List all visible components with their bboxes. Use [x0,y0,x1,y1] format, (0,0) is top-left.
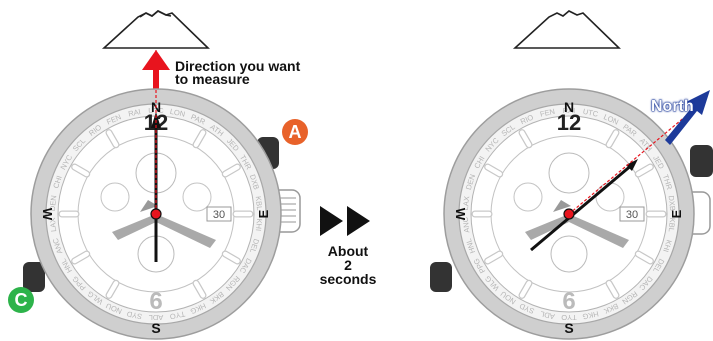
north-arrow [665,90,710,145]
hour-marker-fill [223,164,240,177]
city-code: ADL [149,313,164,322]
hour-marker-fill [485,164,502,177]
date-window-left: 30 [213,209,225,221]
city-code: HKG [581,309,599,321]
hour-6-left: 6 [149,288,162,315]
button-c-badge: C [8,287,34,313]
city-code: DEL [248,238,261,255]
city-code: LON [169,107,186,119]
transition-arrows [320,206,370,236]
hour-marker-fill [636,251,653,264]
north-label: North [651,98,694,116]
city-code: UTC [582,107,600,119]
hour-marker-fill [193,130,206,147]
compass-e-right: E [669,209,684,218]
hour-marker-fill [519,130,532,147]
city-code: DXB [667,195,678,211]
direction-label: Direction you want to measure [175,58,301,87]
compass-e-left: E [256,209,271,218]
hour-marker-fill [72,164,89,177]
hour-marker-fill [72,251,89,264]
hour-marker-fill [519,281,532,298]
city-code: DEN [48,195,59,212]
compass-s-left: S [151,320,160,336]
city-code: RAI [563,106,576,115]
hour-marker-fill [193,281,206,298]
city-code: KHI [661,239,673,254]
hour-6-right: 6 [562,288,575,315]
city-code: FEN [539,107,556,119]
hour-marker-fill [606,130,619,147]
city-code: ANC [461,216,472,233]
city-code: LAX [48,217,58,232]
compass-n-right: N [564,99,574,115]
compass-w-left: W [40,208,55,221]
hour-marker-fill [106,130,119,147]
city-code: LAX [461,196,471,211]
hour-12-right: 12 [557,110,581,135]
hour-marker-fill [106,281,119,298]
city-code: TYO [561,313,577,322]
date-window-right: 30 [626,209,638,221]
play-arrow-icon [320,206,343,236]
transition-label: About 2 seconds [310,244,386,286]
city-code: KBL [254,196,264,211]
hour-marker-fill [223,251,240,264]
transition-about: About [327,243,369,259]
direction-label-line2: to measure [175,71,250,87]
mountain-icon [101,10,210,49]
city-code: RAI [127,107,141,118]
city-code: SYD [125,309,143,321]
compass-s-right: S [564,320,573,336]
city-code: TYO [169,309,186,321]
play-arrow-icon [347,206,370,236]
transition-unit: seconds [319,271,377,287]
city-code: HNL [464,237,477,254]
button-c [23,262,45,292]
button-a-badge: A [282,119,308,145]
hour-marker-fill [606,281,619,298]
hour-marker-fill [636,164,653,177]
transition-number: 2 [344,257,352,273]
city-code: KHI [254,218,264,231]
compass-w-right: W [453,208,468,221]
watch-left: UTCLONPARATHJEDTHRDXBKBLKHIDELDACRGNBKKH… [23,50,301,340]
direction-label-line1: Direction you want [175,58,301,74]
city-code: ADL [539,309,555,321]
city-code: KBL [667,217,677,232]
hour-marker-fill [485,251,502,264]
mountain-icon-right [512,10,621,49]
city-code: CHI [51,174,64,189]
